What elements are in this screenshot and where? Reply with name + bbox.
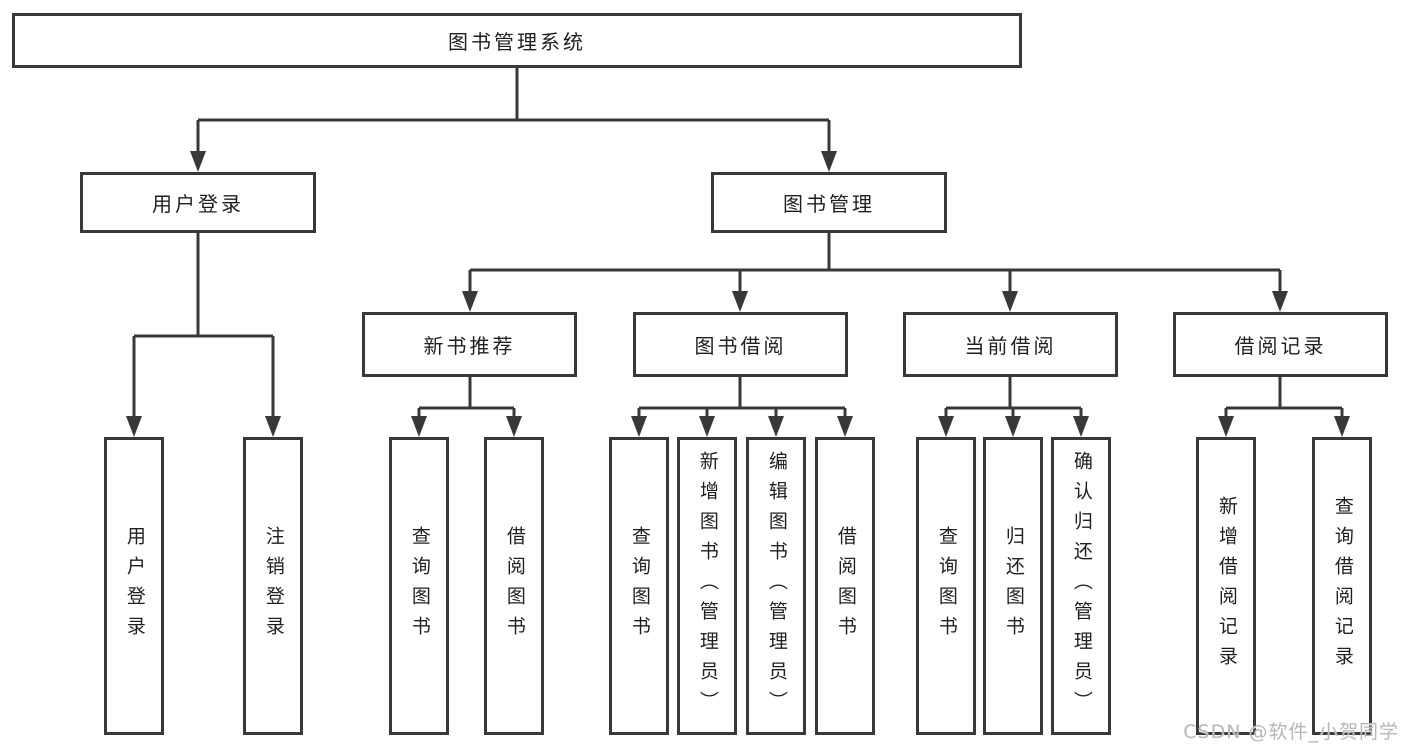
leaf-query-books-2: 查询图书 — [609, 437, 669, 735]
leaf-query-books-1: 查询图书 — [389, 437, 449, 735]
node-new-book-recommend: 新书推荐 — [362, 312, 577, 377]
leaf-user-login: 用户登录 — [104, 437, 164, 735]
node-user-login: 用户登录 — [80, 172, 316, 233]
connector-user-login — [126, 233, 281, 437]
leaf-edit-book-admin: 编辑图书（管理员） — [746, 437, 806, 735]
leaf-query-books-3: 查询图书 — [916, 437, 976, 735]
connector-root — [190, 68, 837, 172]
csdn-watermark: CSDN @软件_小贺同学 — [1183, 721, 1399, 743]
connector-book-management — [462, 233, 1288, 312]
leaf-return-book: 归还图书 — [983, 437, 1043, 735]
connector-borrow-records — [1218, 377, 1350, 437]
leaf-query-borrow-record: 查询借阅记录 — [1312, 437, 1372, 735]
leaf-add-book-admin: 新增图书（管理员） — [677, 437, 737, 735]
leaf-confirm-return-admin: 确认归还（管理员） — [1051, 437, 1111, 735]
node-root: 图书管理系统 — [12, 13, 1022, 68]
leaf-borrow-books-1: 借阅图书 — [484, 437, 544, 735]
connector-book-borrow — [631, 377, 853, 437]
node-borrow-records: 借阅记录 — [1173, 312, 1388, 377]
connector-new-book-recommend — [411, 377, 522, 437]
leaf-add-borrow-record: 新增借阅记录 — [1196, 437, 1256, 735]
leaf-logout: 注销登录 — [243, 437, 303, 735]
node-book-borrow: 图书借阅 — [633, 312, 848, 377]
leaf-borrow-books-2: 借阅图书 — [815, 437, 875, 735]
node-book-management: 图书管理 — [711, 172, 947, 233]
node-current-borrow: 当前借阅 — [903, 312, 1118, 377]
connector-current-borrow — [938, 377, 1089, 437]
